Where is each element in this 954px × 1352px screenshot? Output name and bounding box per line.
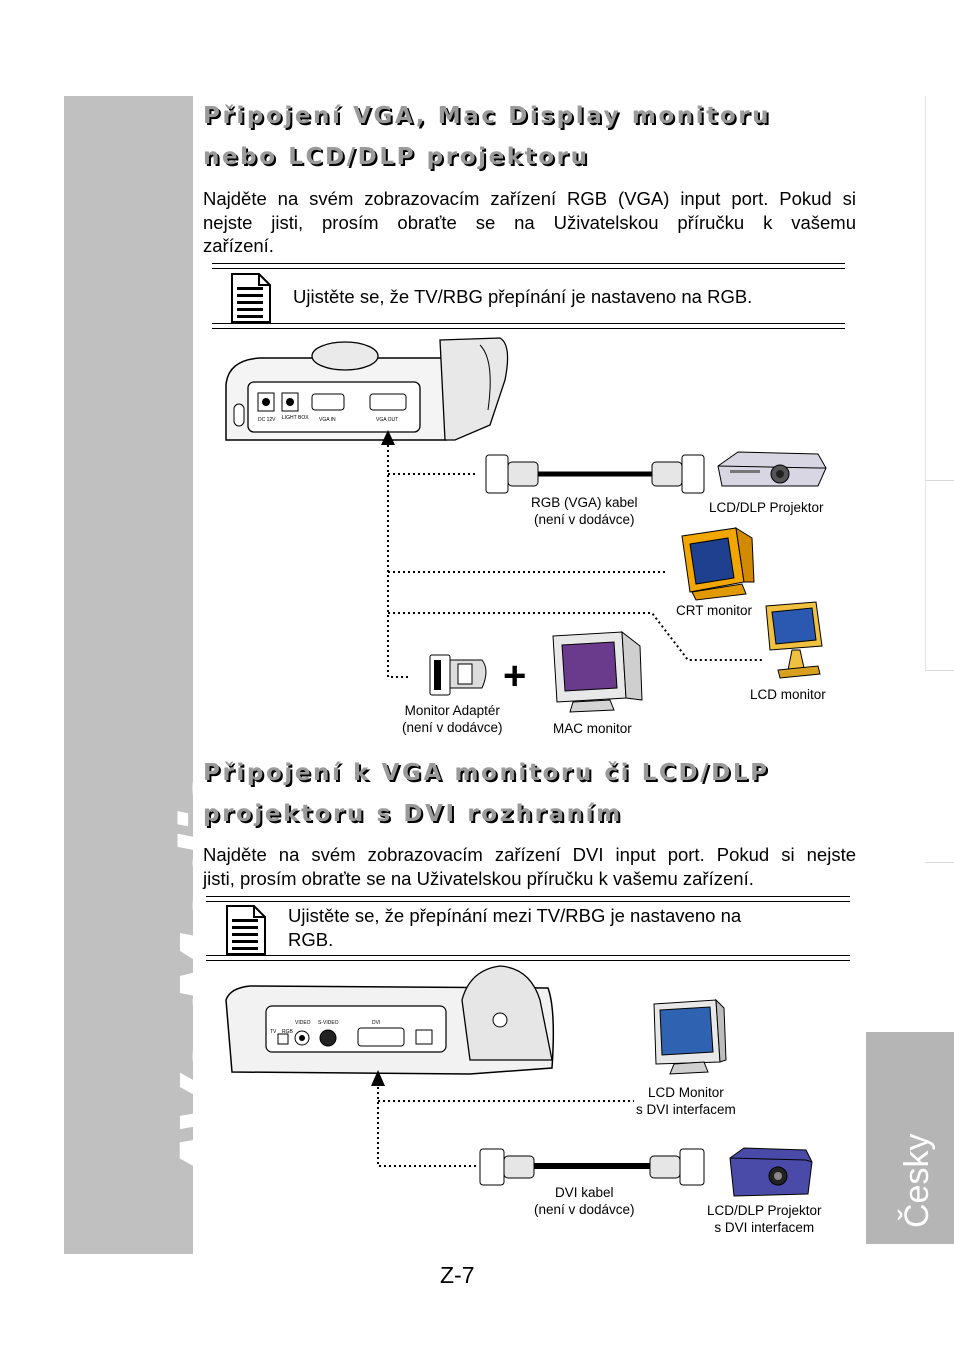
- caption-lcd-monitor-dvi-line2: s DVI interfacem: [636, 1102, 736, 1117]
- arrow-up-icon: [381, 430, 395, 445]
- mac-monitor-image: [552, 630, 643, 713]
- note-icon: [231, 273, 271, 323]
- section1-body-line3: zařízení.: [203, 235, 274, 256]
- section1-body-line1: Najděte na svém zobrazovacím zařízení RG…: [203, 188, 856, 209]
- port-label-lightbox: LIGHT BOX: [282, 415, 309, 421]
- note-rule-top: [212, 263, 845, 269]
- section2-body: Najděte na svém zobrazovacím zařízení DV…: [203, 843, 856, 890]
- page-number: Z-7: [440, 1262, 475, 1288]
- rgb-cable: [485, 454, 705, 494]
- caption-monitor-adapter-line2: (není v dodávce): [402, 720, 503, 735]
- language-tab[interactable]: Česky: [866, 1032, 954, 1244]
- port-label-vgain: VGA IN: [319, 417, 336, 423]
- presenter-device: DC 12V LIGHT BOX VGA IN VGA OUT: [225, 337, 509, 441]
- section2-note-line1: Ujistěte se, že přepínání mezi TV/RBG je…: [288, 905, 742, 926]
- caption-lcd-monitor-dvi: LCD Monitor s DVI interfacem: [636, 1084, 736, 1118]
- edge-tick: [925, 480, 954, 481]
- dvi-cable: [479, 1148, 705, 1186]
- section2-body-line1: Najděte na svém zobrazovacím zařízení DV…: [203, 844, 856, 865]
- port-label-vgaout: VGA OUT: [376, 417, 398, 423]
- caption-lcd-monitor-dvi-line1: LCD Monitor: [648, 1085, 724, 1100]
- note-rule-bottom: [206, 955, 850, 961]
- lcd-monitor-image: [765, 601, 823, 679]
- connection-lines: [377, 1082, 634, 1167]
- connection-lines: [387, 440, 762, 678]
- section1-body-line2: nejste jisti, prosím obraťte se na Uživa…: [203, 211, 856, 233]
- section1-title-line1: Připojení VGA, Mac Display monitoru: [203, 103, 772, 129]
- section1-title: Připojení VGA, Mac Display monitoru nebo…: [203, 98, 863, 176]
- port-label-dc12v: DC 12V: [258, 417, 276, 423]
- section2-note-text: Ujistěte se, že přepínání mezi TV/RBG je…: [288, 904, 741, 952]
- projector-dvi-image: [729, 1147, 813, 1197]
- projector-image: [717, 451, 827, 487]
- port-label-svideo: S-VIDEO: [318, 1020, 339, 1026]
- caption-lcd-monitor: LCD monitor: [750, 687, 826, 702]
- section2-note-line2: RGB.: [288, 929, 334, 950]
- port-label-rgb: RGB: [282, 1029, 294, 1035]
- arrow-up-icon: [371, 1070, 385, 1086]
- caption-monitor-adapter: Monitor Adaptér (není v dodávce): [402, 702, 503, 736]
- note-icon: [226, 905, 266, 955]
- monitor-adapter-image: [429, 654, 487, 696]
- section2-body-line2: jisti, prosím obraťte se na Uživatelskou…: [203, 867, 754, 889]
- edge-guide: [925, 96, 926, 670]
- caption-monitor-adapter-line1: Monitor Adaptér: [404, 703, 500, 718]
- caption-projector-dvi: LCD/DLP Projektor s DVI interfacem: [707, 1202, 822, 1236]
- crt-monitor-image: [681, 527, 755, 601]
- port-label-video: VIDEO: [295, 1020, 311, 1026]
- brand-logo-text: AVerMedia: [166, 768, 193, 1189]
- edge-tick: [925, 670, 954, 671]
- caption-dvi-cable-line1: DVI kabel: [555, 1185, 614, 1200]
- section2-title: Připojení k VGA monitoru či LCD/DLP proj…: [203, 755, 863, 833]
- note-rule-top: [206, 896, 850, 902]
- caption-rgb-cable: RGB (VGA) kabel (není v dodávce): [531, 494, 638, 528]
- section1-title-line2: nebo LCD/DLP projektoru: [203, 144, 590, 170]
- sidebar-band: [64, 96, 193, 1254]
- edge-tick: [925, 862, 954, 863]
- presenter-device-rear: VIDEO S-VIDEO DVI TV RGB: [225, 965, 555, 1075]
- caption-dvi-cable-line2: (není v dodávce): [534, 1202, 635, 1217]
- section1-note-text: Ujistěte se, že TV/RBG přepínání je nast…: [293, 286, 753, 307]
- plus-sign: +: [503, 654, 526, 698]
- brand-logo: AVerMedia: [64, 96, 193, 1254]
- caption-rgb-cable-line1: RGB (VGA) kabel: [531, 495, 638, 510]
- section2-title-line1: Připojení k VGA monitoru či LCD/DLP: [203, 760, 770, 786]
- lcd-monitor-dvi-image: [653, 998, 727, 1075]
- section1-note: Ujistěte se, že TV/RBG přepínání je nast…: [212, 263, 845, 329]
- port-label-dvi: DVI: [372, 1020, 380, 1026]
- caption-lcd-dlp-projector: LCD/DLP Projektor: [709, 500, 824, 515]
- section2-note: Ujistěte se, že přepínání mezi TV/RBG je…: [206, 896, 850, 962]
- section1-body: Najděte na svém zobrazovacím zařízení RG…: [203, 187, 856, 258]
- caption-rgb-cable-line2: (není v dodávce): [533, 512, 635, 527]
- caption-mac-monitor: MAC monitor: [553, 721, 632, 736]
- caption-projector-dvi-line1: LCD/DLP Projektor: [707, 1203, 822, 1218]
- section2-title-line2: projektoru s DVI rozhraním: [203, 801, 623, 827]
- caption-projector-dvi-line2: s DVI interfacem: [714, 1220, 815, 1235]
- caption-dvi-cable: DVI kabel (není v dodávce): [534, 1184, 635, 1218]
- language-tab-label: Česky: [898, 1134, 936, 1228]
- caption-crt-monitor: CRT monitor: [676, 603, 753, 618]
- note-rule-bottom: [212, 323, 845, 329]
- port-label-tv: TV: [270, 1029, 277, 1035]
